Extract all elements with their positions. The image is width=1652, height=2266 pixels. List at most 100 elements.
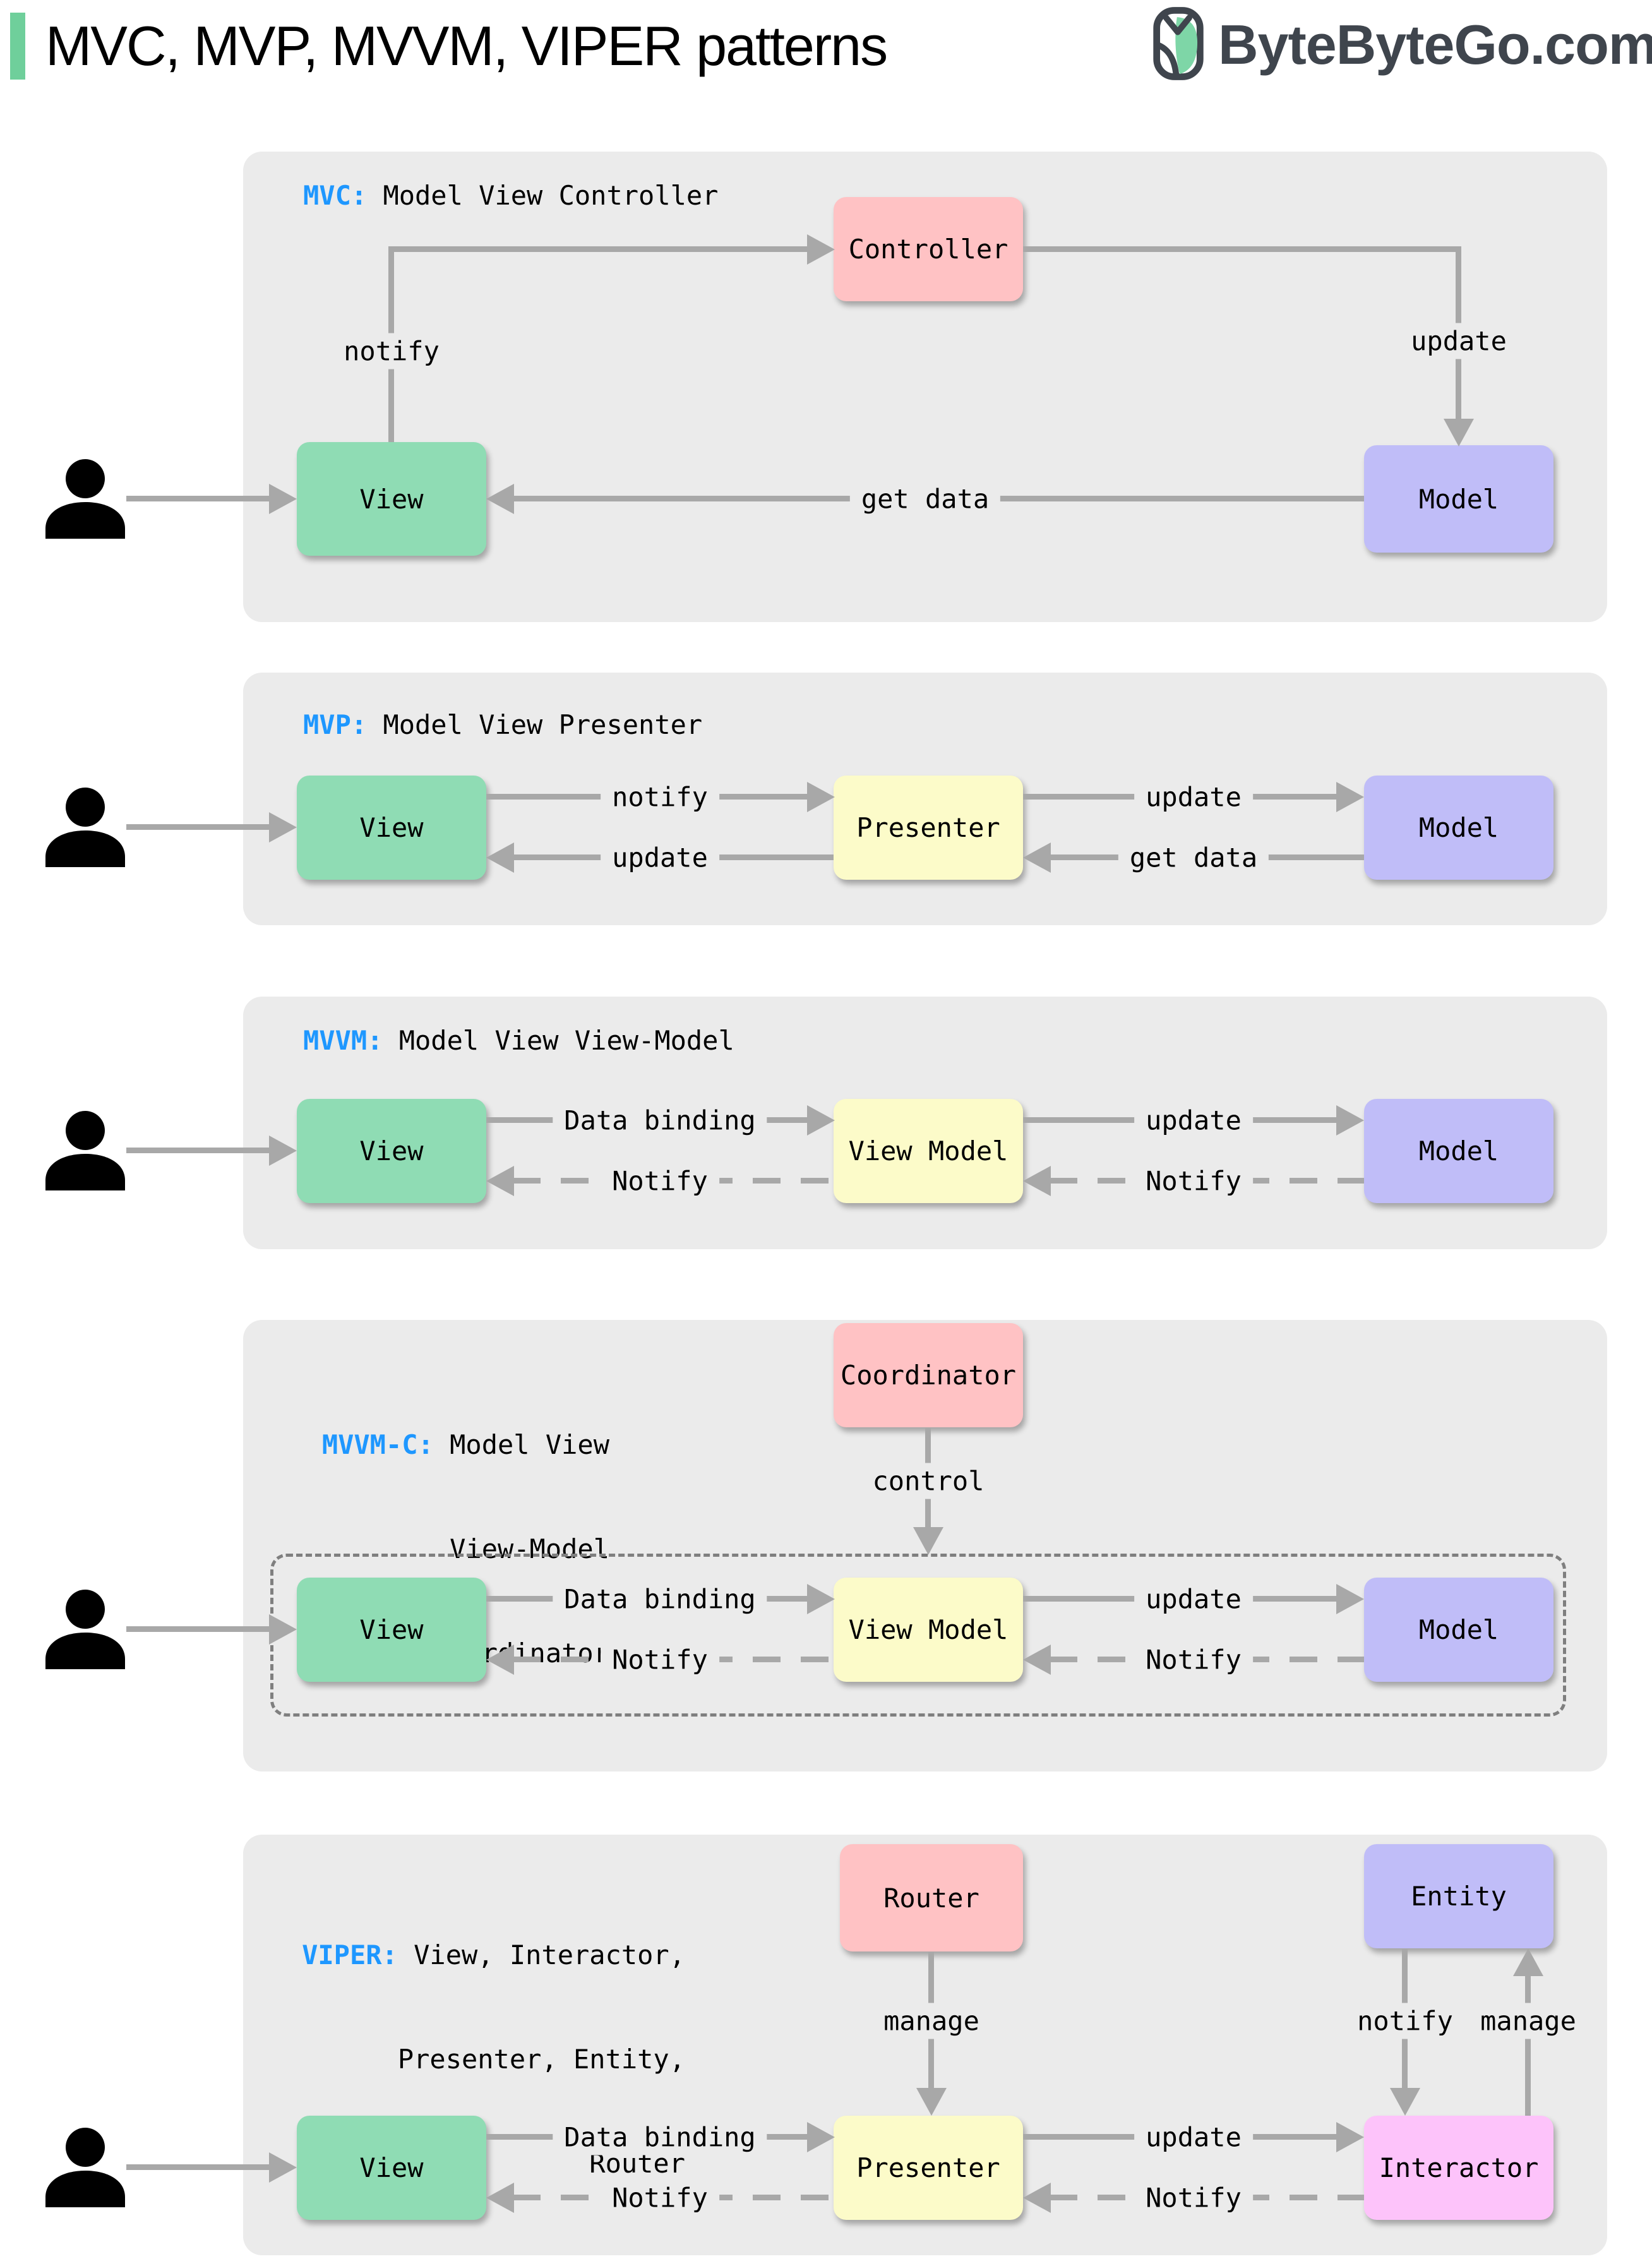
mvvm-view-box: View <box>297 1099 486 1203</box>
viper-user-arrow-line <box>126 2164 270 2170</box>
mvp-view-box: View <box>297 776 486 880</box>
mvp-title-text: Model View Presenter <box>383 709 703 740</box>
viper-notify-view-label: Notify <box>601 2179 719 2216</box>
mvp-model-box: Model <box>1364 776 1553 880</box>
mvvm-user-arrow-line <box>126 1148 270 1153</box>
mvvm-c-notify-view-arrowhead <box>486 1645 514 1675</box>
mvvm-c-model-box: Model <box>1364 1578 1553 1682</box>
mvvm-title-text: Model View View-Model <box>398 1025 734 1056</box>
viper-update-arrowhead <box>1336 2122 1364 2152</box>
mvvm-update-label: update <box>1134 1102 1253 1139</box>
mvp-user-arrow-line <box>126 824 270 830</box>
mvvm-c-coordinator-box: Coordinator <box>834 1323 1023 1427</box>
viper-presenter-box: Presenter <box>834 2116 1023 2220</box>
mvp-update-view-arrowhead <box>486 842 514 873</box>
bytebytego-logo-icon <box>1152 6 1204 83</box>
viper-update-label: update <box>1134 2119 1253 2155</box>
viper-manage-router-label: manage <box>872 2003 991 2039</box>
mvvm-c-user-arrowhead <box>269 1614 297 1645</box>
viper-manage-entity-label: manage <box>1469 2003 1588 2039</box>
viper-notify-entity-arrowhead <box>1390 2088 1420 2116</box>
mvvm-notify-view-arrowhead <box>486 1166 514 1196</box>
viper-user-arrowhead <box>269 2152 297 2183</box>
mvp-user-arrowhead <box>269 812 297 842</box>
mvp-user-icon <box>44 788 126 870</box>
page-title: MVC, MVP, MVVM, VIPER patterns <box>45 15 888 77</box>
mvvm-c-user-icon <box>44 1590 126 1672</box>
mvp-update-model-label: update <box>1134 779 1253 815</box>
mvvm-section-title: MVVM: Model View View-Model <box>303 1023 734 1058</box>
mvvm-update-arrowhead <box>1336 1105 1364 1136</box>
mvvm-c-abbr: MVVM-C: <box>321 1429 434 1460</box>
viper-notify-view-arrowhead <box>486 2183 514 2213</box>
mvp-get-data-label: get data <box>1118 839 1269 876</box>
viper-user-icon <box>44 2128 126 2210</box>
mvvm-c-control-label: control <box>861 1463 996 1499</box>
mvp-abbr: MVP: <box>303 709 368 740</box>
mvvm-c-view-box: View <box>297 1578 486 1682</box>
mvvm-data-binding-arrowhead <box>807 1105 835 1136</box>
mvc-user-arrowhead <box>269 484 297 514</box>
mvp-get-data-arrowhead <box>1023 842 1051 873</box>
mvvm-notify-vm-label: Notify <box>1134 1163 1253 1199</box>
mvvm-c-control-arrowhead <box>913 1527 943 1555</box>
viper-interactor-box: Interactor <box>1364 2116 1553 2220</box>
mvc-title-text: Model View Controller <box>383 180 719 211</box>
mvp-presenter-box: Presenter <box>834 776 1023 880</box>
mvvm-c-notify-view-label: Notify <box>601 1641 719 1678</box>
viper-abbr: VIPER: <box>302 1939 398 1970</box>
mvvm-c-notify-vm-arrowhead <box>1023 1645 1051 1675</box>
mvvm-model-box: Model <box>1364 1099 1553 1203</box>
mvc-view-box: View <box>297 442 486 556</box>
viper-data-binding-label: Data binding <box>553 2119 767 2155</box>
mvp-update-model-arrowhead <box>1336 782 1364 812</box>
mvp-section-title: MVP: Model View Presenter <box>303 707 702 742</box>
mvvm-c-notify-vm-label: Notify <box>1134 1641 1253 1678</box>
mvc-controller-box: Controller <box>834 197 1023 301</box>
mvvm-c-section-title: MVVM-C: Model View View-Model Coordinato… <box>321 1429 609 1669</box>
viper-manage-entity-line <box>1525 1976 1531 2116</box>
viper-entity-box: Entity <box>1364 1844 1553 1948</box>
mvp-notify-arrowhead <box>807 782 835 812</box>
mvc-abbr: MVC: <box>303 180 368 211</box>
mvc-user-arrow-line <box>126 496 270 501</box>
viper-section-title: VIPER: View, Interactor, Presenter, Enti… <box>302 1939 685 2179</box>
viper-notify-entity-label: notify <box>1346 2003 1464 2039</box>
mvvm-c-user-arrow-line <box>126 1626 270 1632</box>
title-accent-bar <box>10 13 25 80</box>
mvvm-c-update-arrowhead <box>1336 1584 1364 1614</box>
viper-manage-entity-arrowhead <box>1513 1948 1543 1976</box>
mvc-get-data-arrowhead <box>486 484 514 514</box>
viper-notify-presenter-arrowhead <box>1023 2183 1051 2213</box>
viper-view-box: View <box>297 2116 486 2220</box>
mvvm-user-arrowhead <box>269 1136 297 1166</box>
mvc-notify-arrowhead <box>807 234 835 265</box>
mvvm-user-icon <box>44 1111 126 1193</box>
mvc-section-title: MVC: Model View Controller <box>303 178 718 213</box>
mvvm-notify-view-label: Notify <box>601 1163 719 1199</box>
mvvm-c-data-binding-label: Data binding <box>553 1581 767 1617</box>
mvp-update-view-label: update <box>601 839 719 876</box>
mvc-update-line-horizontal <box>1023 246 1461 252</box>
mvvm-data-binding-label: Data binding <box>553 1102 767 1139</box>
viper-notify-presenter-label: Notify <box>1134 2179 1253 2216</box>
brand-logo: ByteByteGo.com <box>1152 6 1652 83</box>
mvc-notify-line-horizontal <box>388 246 807 252</box>
mvvm-notify-vm-arrowhead <box>1023 1166 1051 1196</box>
mvvm-c-data-binding-arrowhead <box>807 1584 835 1614</box>
mvvm-abbr: MVVM: <box>303 1025 383 1056</box>
mvc-model-box: Model <box>1364 445 1553 553</box>
brand-name: ByteByteGo.com <box>1218 13 1652 76</box>
mvp-notify-label: notify <box>601 779 719 815</box>
viper-router-box: Router <box>840 1844 1023 1951</box>
viper-data-binding-arrowhead <box>807 2122 835 2152</box>
mvc-user-icon <box>44 459 126 541</box>
mvvm-c-view-model-box: View Model <box>834 1578 1023 1682</box>
mvc-notify-label: notify <box>332 333 451 369</box>
viper-manage-router-arrowhead <box>916 2088 947 2116</box>
mvvm-view-model-box: View Model <box>834 1099 1023 1203</box>
mvvm-c-update-label: update <box>1134 1581 1253 1617</box>
mvc-get-data-label: get data <box>849 481 1001 517</box>
mvc-update-label: update <box>1399 323 1518 359</box>
